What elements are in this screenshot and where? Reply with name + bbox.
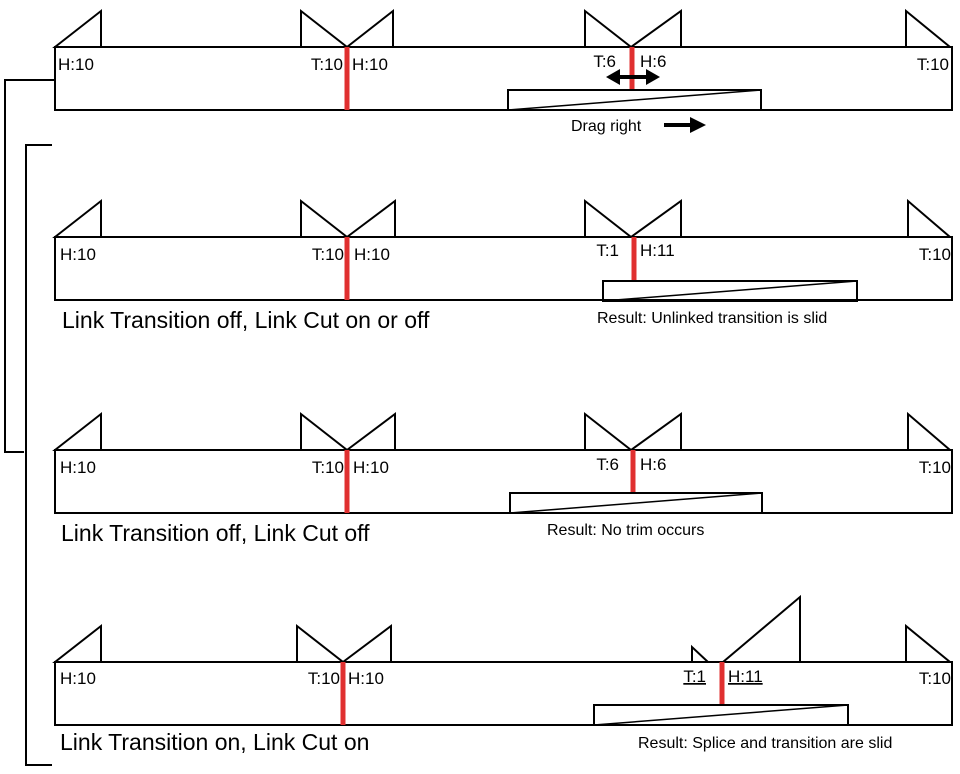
handle-label: H:6 <box>640 455 666 474</box>
tail-handle-icon <box>905 8 953 48</box>
transition-block <box>509 492 763 514</box>
tail-handle-icon <box>300 411 350 451</box>
transition-block <box>602 280 858 302</box>
tail-handle-icon <box>296 623 346 663</box>
timeline-row-original: H:10 T:10 H:10 T:6 H:6 T:10 Drag right <box>52 8 953 135</box>
handle-label: T:10 <box>308 669 340 688</box>
handle-label: T:10 <box>919 245 951 264</box>
head-handle-icon <box>720 594 801 663</box>
tail-handle-icon <box>300 198 350 238</box>
result-text: Result: Unlinked transition is slid <box>597 310 827 327</box>
row-caption: Link Transition on, Link Cut on <box>60 729 369 755</box>
timeline-row-link-cut-off: H:10 T:10 H:10 T:6 H:6 T:10 Link Transit… <box>52 411 953 546</box>
result-text: Result: Splice and transition are slid <box>638 735 892 752</box>
handle-label: T:10 <box>917 55 949 74</box>
handle-label: H:10 <box>60 669 96 688</box>
handle-label: T:10 <box>919 669 951 688</box>
handle-label: H:6 <box>640 52 666 71</box>
head-handle-icon <box>344 199 396 238</box>
result-text: Result: No trim occurs <box>547 522 704 539</box>
tail-handle-icon <box>905 623 953 663</box>
handle-label: T:1 <box>683 667 706 686</box>
handle-label: T:10 <box>311 55 343 74</box>
row-caption: Link Transition off, Link Cut off <box>61 520 370 546</box>
tail-handle-icon <box>300 8 350 48</box>
handle-label: H:11 <box>728 667 763 686</box>
timeline-row-link-transition-on: H:10 T:10 H:10 T:1 H:11 T:10 Link Transi… <box>52 594 953 755</box>
handle-label: H:11 <box>640 241 675 260</box>
timeline-track <box>54 46 953 111</box>
handle-label: H:10 <box>348 669 384 688</box>
timeline-track <box>54 661 953 726</box>
timeline-row-link-transition-off: H:10 T:10 H:10 T:1 H:11 T:10 Link Transi… <box>52 198 953 333</box>
tail-handle-icon <box>907 198 953 238</box>
head-handle-icon <box>344 412 396 451</box>
handle-label: T:6 <box>596 455 619 474</box>
handle-label: T:1 <box>596 241 619 260</box>
drag-label: Drag right <box>571 118 642 135</box>
tail-handle-icon <box>907 411 953 451</box>
head-handle-icon <box>52 623 102 663</box>
head-handle-icon <box>52 8 102 48</box>
tail-handle-icon <box>584 8 634 48</box>
head-handle-icon <box>627 412 682 451</box>
handle-label: T:10 <box>312 458 344 477</box>
transition-block <box>593 704 849 726</box>
head-handle-icon <box>627 9 682 48</box>
handle-label: H:10 <box>60 458 96 477</box>
handle-label: T:10 <box>919 458 951 477</box>
outer-bracket <box>4 79 54 453</box>
timeline-track <box>54 236 953 301</box>
tail-handle-icon <box>584 411 634 451</box>
row-caption: Link Transition off, Link Cut on or off <box>62 307 430 333</box>
head-handle-icon <box>52 411 102 451</box>
head-handle-icon <box>52 198 102 238</box>
head-handle-icon <box>627 199 682 238</box>
handle-label: H:10 <box>353 458 389 477</box>
handle-label: H:10 <box>352 55 388 74</box>
inner-bracket <box>25 144 52 766</box>
handle-label: H:10 <box>58 55 94 74</box>
handle-label: T:6 <box>593 52 616 71</box>
double-arrow-icon <box>606 69 660 85</box>
tail-handle-icon <box>691 644 711 663</box>
handle-label: H:10 <box>60 245 96 264</box>
arrow-right-icon <box>664 117 706 133</box>
head-handle-icon <box>344 8 394 48</box>
handle-label: T:10 <box>312 245 344 264</box>
transition-block <box>507 89 762 111</box>
timeline-track <box>54 449 953 514</box>
tail-handle-icon <box>584 198 634 238</box>
head-handle-icon <box>340 624 392 663</box>
handle-label: H:10 <box>354 245 390 264</box>
